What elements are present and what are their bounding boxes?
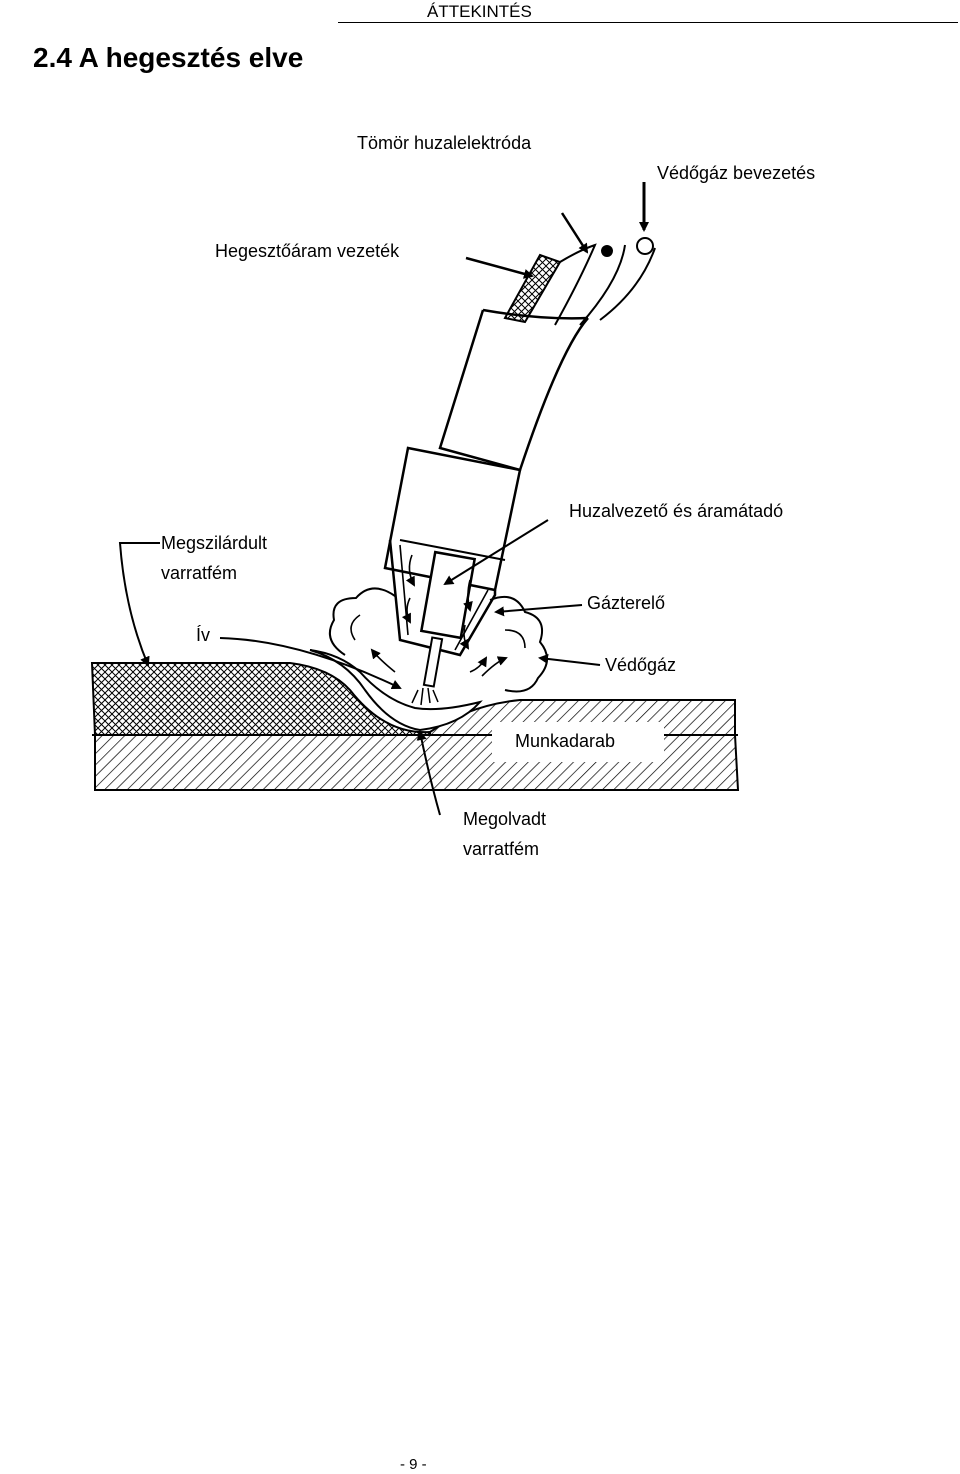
gas-cloud-left: [328, 587, 396, 656]
label-molten-line1: Megolvadt: [463, 809, 547, 829]
wire-conduit: [554, 243, 597, 326]
label-gas-inlet: Védőgáz bevezetés: [657, 163, 816, 183]
molten-pool: [309, 649, 483, 732]
label-solidified-line1: Megszilárdult: [161, 533, 268, 553]
arrow-shield-gas: [538, 653, 601, 666]
gas-conduit: [579, 244, 656, 326]
header-rule: [338, 22, 958, 23]
welding-principle-figure: Tömör huzalelektróda Védőgáz bevezetés H…: [0, 120, 960, 880]
section-title: 2.4 A hegesztés elve: [33, 42, 304, 73]
hose-tube: [438, 309, 589, 472]
label-arc: Ív: [196, 625, 211, 645]
gas-nozzle: [388, 539, 497, 657]
page-header: ÁTTEKINTÉS: [0, 0, 960, 24]
label-wire-guide: Huzalvezető és áramátadó: [569, 501, 784, 521]
arrow-current-cable: [465, 256, 534, 279]
header-section-label: ÁTTEKINTÉS: [427, 2, 532, 21]
label-workpiece: Munkadarab: [515, 731, 616, 751]
arrow-nozzle: [494, 604, 583, 617]
page-number: - 9 -: [400, 1456, 427, 1473]
arrow-wire-guide: [443, 519, 549, 586]
arrow-molten: [416, 730, 441, 816]
wire-dot: [601, 245, 613, 257]
label-solidified-line2: varratfém: [161, 563, 238, 583]
welding-diagram: [90, 182, 740, 816]
label-nozzle: Gázterelő: [587, 593, 666, 613]
arrow-solid-wire: [560, 212, 589, 254]
current-cable: [503, 253, 562, 324]
gas-cloud-right: [489, 596, 548, 693]
label-current-cable: Hegesztőáram vezeték: [215, 241, 400, 261]
arc: [411, 687, 439, 706]
gas-opening: [636, 237, 654, 255]
label-shield-gas: Védőgáz: [605, 655, 677, 675]
label-solid-wire: Tömör huzalelektróda: [357, 133, 532, 153]
arrow-solidified: [118, 542, 160, 667]
label-molten-line2: varratfém: [463, 839, 540, 859]
arrow-arc: [219, 637, 402, 690]
electrode-wire: [422, 636, 444, 688]
